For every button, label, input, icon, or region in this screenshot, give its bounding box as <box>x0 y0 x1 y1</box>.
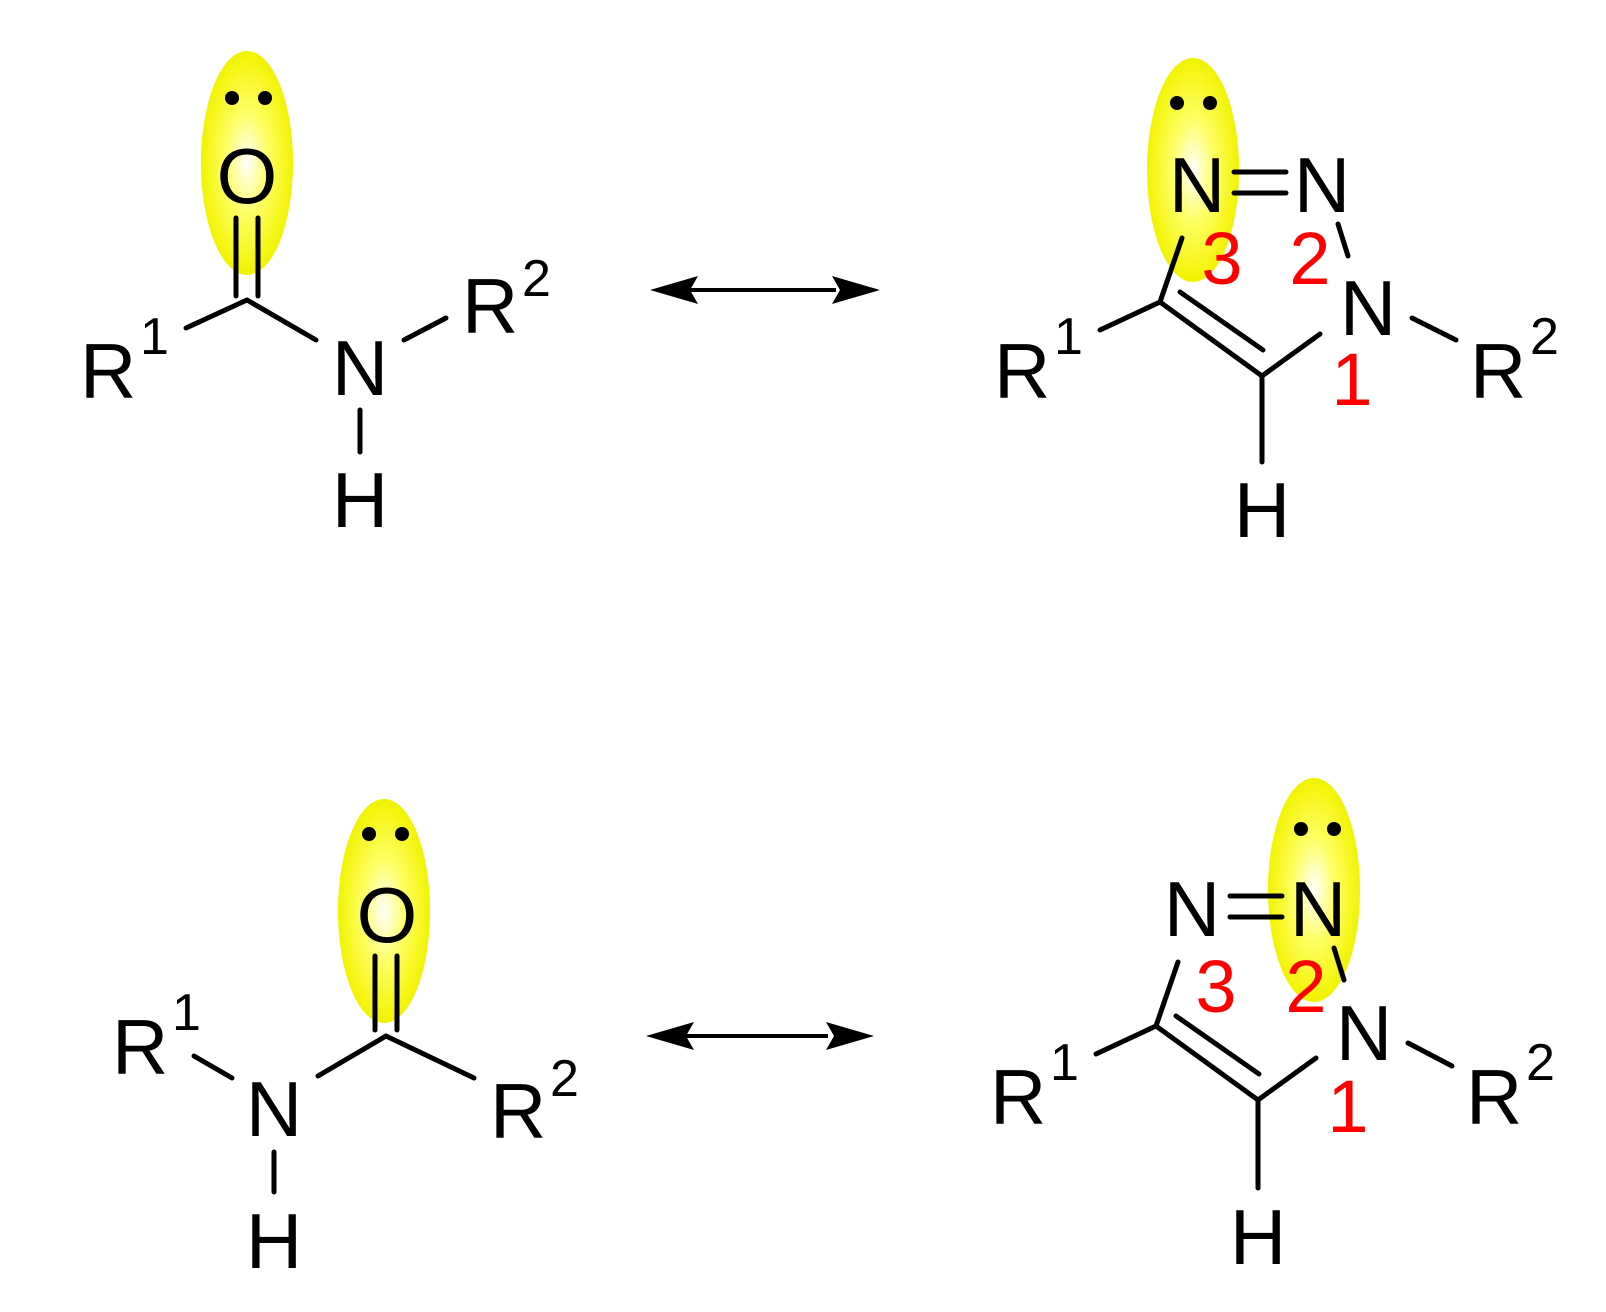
amide-bottom: O R 1 N H R 2 <box>112 799 579 1285</box>
lone-pair-highlight <box>201 51 293 275</box>
triazole-bottom: N N R 1 N R 2 H 3 2 1 <box>990 778 1555 1281</box>
bond-c4-c5-inner <box>1177 289 1266 353</box>
amide-top: O R 1 N R 2 H <box>80 51 551 544</box>
atom-nitrogen-n1: N <box>1340 264 1396 352</box>
lone-pair-dot <box>1203 96 1217 110</box>
atom-nitrogen-n3: N <box>1164 865 1220 953</box>
superscript-one: 1 <box>1050 1034 1079 1092</box>
atom-nitrogen: N <box>332 324 388 412</box>
bond-c4-c5 <box>1157 299 1265 379</box>
bond-n2-n1 <box>1335 221 1351 259</box>
atom-r: R <box>112 1003 168 1091</box>
lone-pair-dot <box>225 91 239 105</box>
bond-c5-n1 <box>1259 331 1323 379</box>
bond-n1-r2 <box>1405 1040 1455 1069</box>
bond-c-n <box>244 297 319 343</box>
atom-r: R <box>80 327 136 415</box>
atom-oxygen: O <box>357 871 418 959</box>
atom-oxygen: O <box>217 132 278 220</box>
atom-r: R <box>994 327 1050 415</box>
arrowhead-right <box>832 276 880 304</box>
bond-n2-n1 <box>1331 945 1347 983</box>
position-number-2: 2 <box>1285 945 1326 1028</box>
lone-pair-dot <box>1170 96 1184 110</box>
atom-hydrogen: H <box>1230 1193 1286 1281</box>
lone-pair-highlight <box>1147 58 1239 282</box>
bond-c4-c5 <box>1153 1023 1261 1103</box>
arrowhead-right <box>826 1022 874 1050</box>
lone-pair-dot <box>395 827 409 841</box>
atom-nitrogen-n1: N <box>1336 989 1392 1077</box>
bond-c5-n1 <box>1255 1055 1319 1103</box>
superscript-two: 2 <box>1530 308 1559 366</box>
superscript-one: 1 <box>1054 308 1083 366</box>
position-number-1: 1 <box>1327 1065 1368 1148</box>
lone-pair-highlight <box>338 799 430 1023</box>
resonance-arrow-top <box>650 276 880 304</box>
bond-n3-c4 <box>1157 235 1185 305</box>
lone-pair-dot <box>258 91 272 105</box>
lone-pair-dot <box>1327 822 1341 836</box>
atom-r: R <box>990 1053 1046 1141</box>
atom-nitrogen-n2: N <box>1290 865 1346 953</box>
atom-nitrogen: N <box>246 1065 302 1153</box>
bond-n1-r2 <box>1409 315 1459 343</box>
position-number-3: 3 <box>1201 217 1242 300</box>
bond-c-r2 <box>383 1033 477 1081</box>
position-number-3: 3 <box>1195 945 1236 1028</box>
atom-hydrogen: H <box>1234 466 1290 554</box>
bond-c-r1 <box>183 297 250 331</box>
bond-n3-c4 <box>1153 959 1181 1029</box>
position-number-2: 2 <box>1289 217 1330 300</box>
bond-c4-c5-inner <box>1173 1013 1262 1077</box>
superscript-one: 1 <box>172 984 201 1042</box>
bond-c4-r1 <box>1097 299 1163 333</box>
arrowhead-left <box>650 276 698 304</box>
position-number-1: 1 <box>1331 338 1372 421</box>
atom-hydrogen: H <box>246 1197 302 1285</box>
atom-r: R <box>490 1067 546 1155</box>
atom-nitrogen-n2: N <box>1294 141 1350 229</box>
atom-hydrogen: H <box>332 456 388 544</box>
superscript-two: 2 <box>550 1050 579 1108</box>
superscript-two: 2 <box>1526 1034 1555 1092</box>
lone-pair-dot <box>362 827 376 841</box>
resonance-arrow-bottom <box>646 1022 874 1050</box>
atom-r: R <box>462 262 518 350</box>
atom-r: R <box>1466 1053 1522 1141</box>
atom-r: R <box>1470 327 1526 415</box>
bond-c4-r1 <box>1093 1023 1159 1057</box>
superscript-one: 1 <box>140 308 169 366</box>
triazole-top: N N R 1 N R 2 H 3 2 1 <box>994 58 1559 554</box>
bond-c-n <box>315 1033 389 1079</box>
lone-pair-dot <box>1294 822 1308 836</box>
arrowhead-left <box>646 1022 694 1050</box>
bond-n-r2 <box>401 315 449 343</box>
atom-nitrogen-n3: N <box>1169 141 1225 229</box>
bond-r1-n <box>191 1053 235 1081</box>
superscript-two: 2 <box>522 250 551 308</box>
